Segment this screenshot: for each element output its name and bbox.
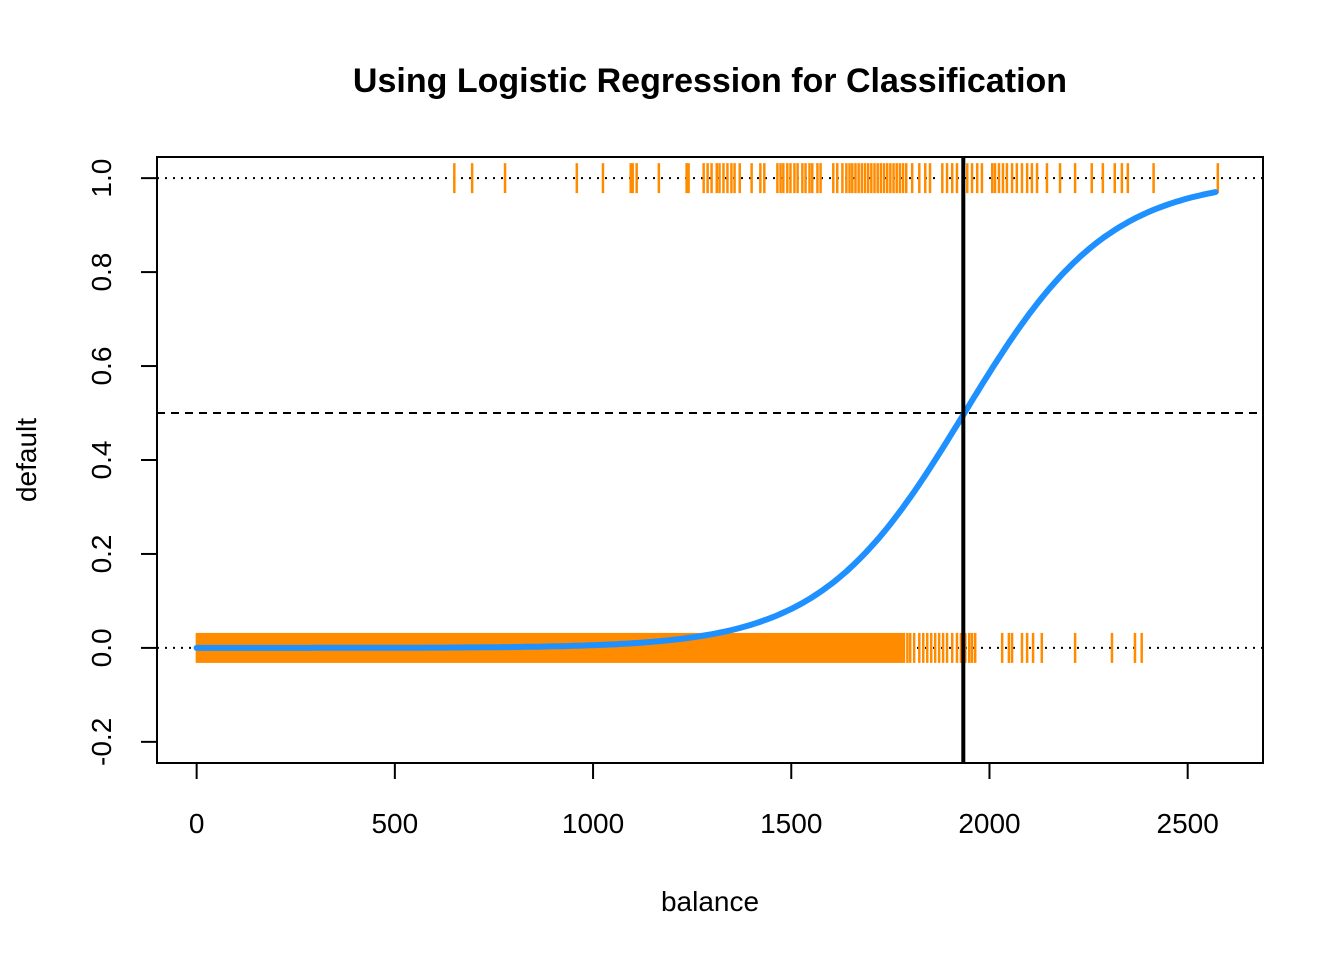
plot-frame <box>156 156 1264 764</box>
y-tick-label: 0.6 <box>86 347 117 386</box>
y-tick-label: 0.4 <box>86 441 117 480</box>
x-tick-label: 0 <box>189 808 205 839</box>
y-tick-label: -0.2 <box>86 718 117 766</box>
logistic-curve <box>193 189 1219 651</box>
x-tick-label: 1500 <box>760 808 822 839</box>
x-axis-title: balance <box>661 886 759 917</box>
x-tick-label: 2500 <box>1157 808 1219 839</box>
plot-area <box>157 157 1263 763</box>
y-tick-label: 0.0 <box>86 628 117 667</box>
x-tick-label: 1000 <box>562 808 624 839</box>
y-tick-label: 1.0 <box>86 159 117 198</box>
chart-title: Using Logistic Regression for Classifica… <box>353 62 1067 100</box>
x-axis: 0 500 1000 1500 2000 2500 <box>189 762 1219 839</box>
y-axis: -0.2 0.0 0.2 0.4 0.6 0.8 1.0 <box>86 159 157 766</box>
x-tick-label: 500 <box>371 808 418 839</box>
x-tick-label: 2000 <box>958 808 1020 839</box>
y-axis-title: default <box>11 418 42 502</box>
y-tick-label: 0.2 <box>86 534 117 573</box>
y-tick-label: 0.8 <box>86 253 117 292</box>
